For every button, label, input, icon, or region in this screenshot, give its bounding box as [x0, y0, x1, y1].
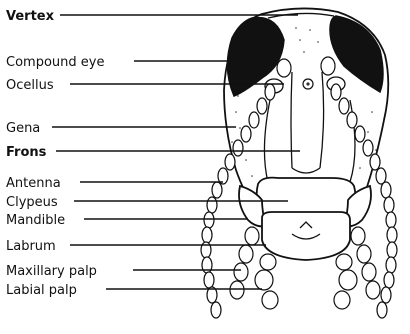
labrum: [262, 212, 350, 260]
labial-palp-right: [334, 254, 357, 309]
label-gena: Gena: [6, 121, 40, 136]
ocellus-right: [321, 57, 335, 75]
label-mandible: Mandible: [6, 213, 65, 228]
maxillary-palp-right: [351, 227, 380, 299]
label-antenna: Antenna: [6, 176, 61, 191]
label-ocellus: Ocellus: [6, 78, 54, 93]
label-vertex: Vertex: [6, 9, 55, 24]
label-maxillary-palp: Maxillary palp: [6, 264, 97, 279]
label-labial-palp: Labial palp: [6, 283, 77, 298]
labels: Vertex Compound eye Ocellus Gena Frons A…: [6, 9, 104, 298]
clypeus: [257, 178, 356, 214]
label-clypeus: Clypeus: [6, 195, 58, 210]
label-labrum: Labrum: [6, 239, 56, 254]
label-compound-eye: Compound eye: [6, 55, 104, 70]
labial-palp-left: [255, 254, 278, 309]
ocellus-left: [277, 59, 291, 77]
label-frons: Frons: [6, 145, 47, 160]
